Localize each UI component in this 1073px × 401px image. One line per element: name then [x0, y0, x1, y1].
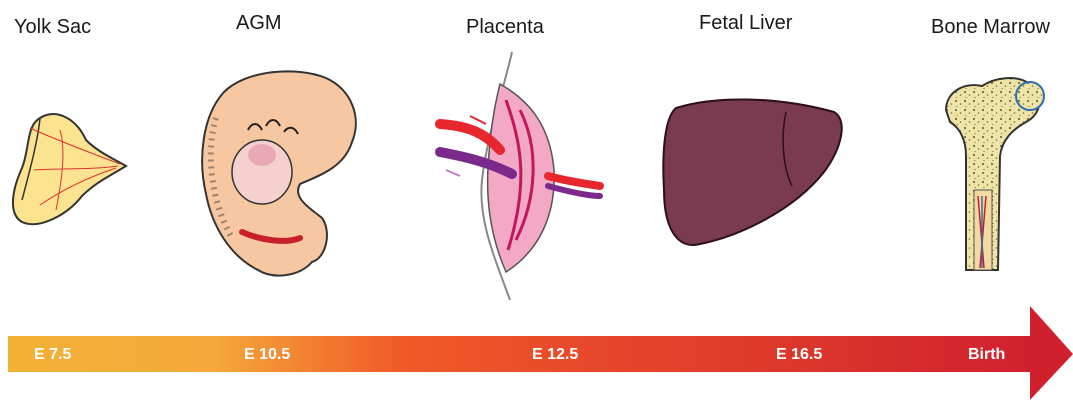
timeline-tick-birth: Birth [968, 346, 1005, 364]
timeline-tick-e10-5: E 10.5 [244, 346, 290, 364]
fetal-liver-illustration [663, 99, 841, 244]
placenta-illustration [440, 52, 600, 300]
agm-embryo-illustration [202, 71, 356, 275]
bone-marrow-illustration [946, 78, 1044, 270]
timeline-tick-e7-5: E 7.5 [34, 346, 71, 364]
yolk-sac-illustration [13, 114, 126, 224]
timeline-tick-e16-5: E 16.5 [776, 346, 822, 364]
timeline-tick-e12-5: E 12.5 [532, 346, 578, 364]
